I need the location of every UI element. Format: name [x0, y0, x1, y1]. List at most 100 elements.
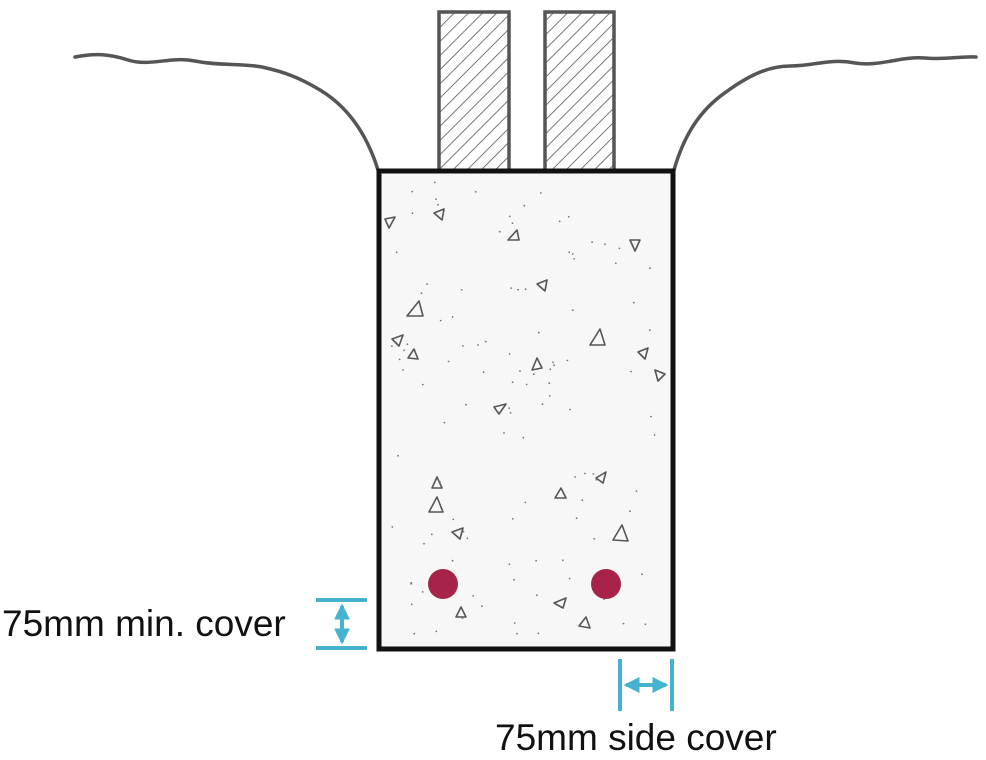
- sand-speck: [571, 253, 574, 255]
- sand-speck: [413, 632, 416, 635]
- sand-speck: [553, 364, 555, 367]
- sand-speck: [498, 230, 501, 233]
- sand-speck: [410, 603, 413, 606]
- sand-speck: [641, 573, 643, 576]
- sand-speck: [593, 537, 596, 540]
- sand-speck: [574, 476, 577, 478]
- sand-speck: [421, 591, 424, 593]
- sand-speck: [622, 622, 625, 625]
- sand-speck: [411, 212, 414, 215]
- sand-speck: [402, 369, 404, 371]
- sand-speck: [539, 192, 542, 194]
- sand-speck: [591, 241, 593, 244]
- sand-speck: [435, 198, 437, 201]
- sand-speck: [535, 559, 537, 562]
- aggregate-triangle: [654, 369, 666, 382]
- aggregate-triangle: [493, 403, 507, 415]
- sand-speck: [511, 381, 514, 384]
- aggregate-triangle: [595, 471, 607, 484]
- side-cover-dimension: [618, 659, 674, 711]
- aggregate-triangle: [407, 348, 419, 360]
- sand-speck: [630, 370, 632, 373]
- sand-speck: [410, 582, 412, 585]
- aggregate-triangle: [531, 357, 543, 371]
- sand-speck: [437, 203, 439, 206]
- min-cover-label: 75mm min. cover: [2, 603, 286, 644]
- sand-speck: [566, 359, 569, 362]
- sand-speck: [477, 344, 479, 346]
- side-cover-label: 75mm side cover: [495, 717, 777, 758]
- sand-speck: [618, 247, 621, 250]
- sand-speck: [537, 632, 540, 635]
- sand-speck: [460, 289, 463, 291]
- sand-speck: [439, 481, 441, 483]
- sand-speck: [548, 382, 551, 385]
- sand-speck: [649, 267, 651, 270]
- sand-speck: [513, 622, 516, 624]
- sand-speck: [439, 319, 442, 322]
- aggregate-triangle: [589, 328, 606, 346]
- sand-speck: [435, 630, 438, 633]
- sand-speck: [573, 258, 575, 260]
- sand-speck: [581, 499, 584, 502]
- sand-speck: [644, 623, 647, 626]
- sand-speck: [632, 301, 635, 304]
- sand-speck: [508, 353, 511, 355]
- sand-speck: [511, 222, 514, 225]
- sand-speck: [513, 578, 515, 581]
- sand-speck: [406, 343, 409, 346]
- sand-speck: [508, 407, 511, 409]
- sand-speck: [391, 526, 394, 528]
- sand-speck: [423, 542, 425, 545]
- sand-speck: [558, 220, 561, 223]
- sand-speck: [552, 361, 554, 364]
- sand-speck: [650, 415, 652, 418]
- aggregate-triangle: [553, 597, 567, 609]
- sand-speck: [426, 283, 428, 285]
- sand-speck: [571, 309, 574, 311]
- sand-speck: [482, 371, 485, 374]
- sand-speck: [451, 559, 454, 562]
- sand-speck: [614, 262, 617, 265]
- sand-speck: [461, 617, 464, 619]
- sand-speck: [508, 215, 511, 218]
- sand-speck: [509, 412, 512, 414]
- sand-specks: [391, 181, 656, 635]
- aggregate-triangle: [451, 527, 464, 540]
- ground-line-left: [73, 52, 380, 172]
- sand-speck: [567, 216, 570, 218]
- sand-speck: [648, 329, 651, 332]
- sand-speck: [503, 432, 505, 434]
- sand-speck: [537, 331, 540, 334]
- sand-speck: [569, 408, 571, 411]
- aggregate-triangle: [578, 616, 591, 629]
- sand-speck: [536, 594, 538, 597]
- aggregate-triangle: [406, 300, 424, 317]
- sand-speck: [462, 345, 464, 347]
- sand-speck: [403, 349, 405, 352]
- concrete-footing: [376, 168, 676, 652]
- aggregate-triangle: [455, 606, 467, 618]
- sand-speck: [523, 204, 526, 207]
- aggregate-triangle: [384, 216, 396, 229]
- sand-speck: [561, 559, 564, 562]
- sand-speck: [522, 436, 525, 439]
- aggregate-triangle: [554, 487, 567, 499]
- sand-speck: [568, 577, 571, 580]
- sand-speck: [524, 501, 527, 504]
- sand-speck: [466, 537, 469, 540]
- aggregate-triangle: [433, 208, 445, 221]
- sand-speck: [462, 530, 465, 533]
- sand-speck: [519, 370, 521, 372]
- sand-speck: [397, 454, 399, 457]
- sand-speck: [516, 632, 518, 635]
- sand-speck: [452, 518, 455, 521]
- sand-speck: [653, 434, 656, 436]
- sand-speck: [549, 368, 552, 371]
- sand-speck: [484, 340, 487, 343]
- sand-speck: [391, 345, 393, 347]
- sand-speck: [472, 595, 474, 597]
- sand-speck: [474, 190, 477, 193]
- sand-speck: [433, 181, 436, 184]
